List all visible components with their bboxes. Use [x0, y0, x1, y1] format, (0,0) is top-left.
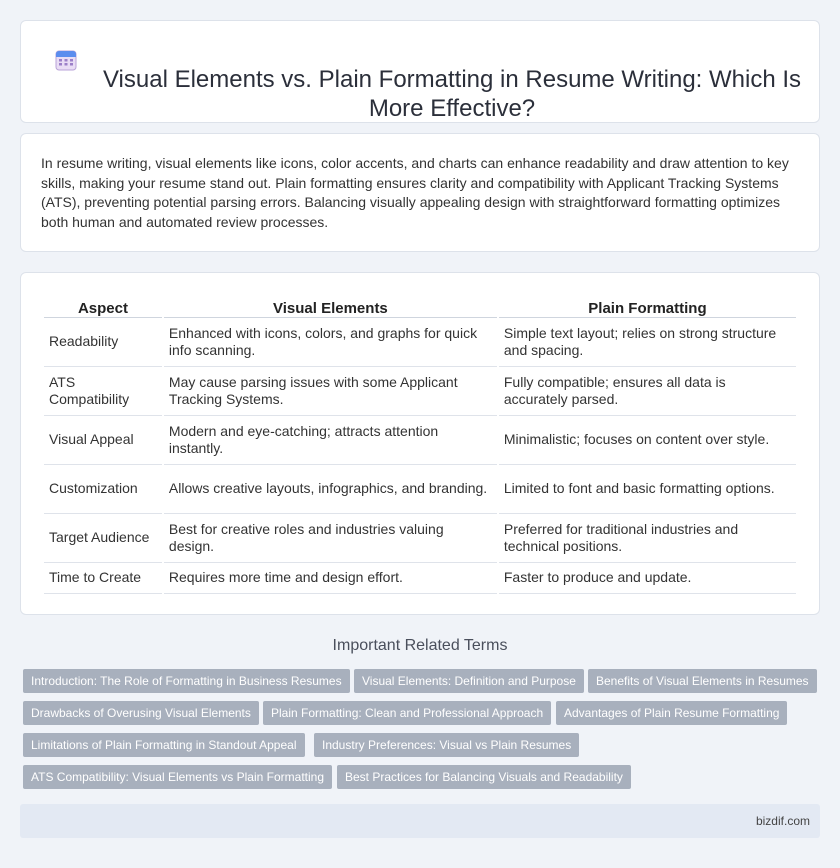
plain-cell: Simple text layout; relies on strong str…	[498, 318, 796, 367]
related-terms-title: Important Related Terms	[332, 637, 508, 654]
table-row: ATS Compatibility May cause parsing issu…	[44, 367, 796, 416]
plain-cell: Preferred for traditional industries and…	[498, 514, 796, 563]
related-term-tag[interactable]: Industry Preferences: Visual vs Plain Re…	[314, 733, 580, 757]
related-term-tag[interactable]: Advantages of Plain Resume Formatting	[556, 701, 788, 725]
footer: bizdif.com	[20, 804, 820, 838]
column-header-aspect: Aspect	[44, 294, 162, 318]
plain-cell: Faster to produce and update.	[498, 563, 796, 594]
related-term-tag[interactable]: Best Practices for Balancing Visuals and…	[337, 765, 631, 789]
visual-cell: Requires more time and design effort.	[163, 563, 497, 594]
plain-cell: Limited to font and basic formatting opt…	[498, 465, 796, 514]
table-row: Time to Create Requires more time and de…	[44, 563, 796, 594]
table-row: Customization Allows creative layouts, i…	[44, 465, 796, 514]
aspect-cell: Customization	[44, 465, 162, 514]
table-row: Readability Enhanced with icons, colors,…	[44, 318, 796, 367]
column-header-visual-elements: Visual Elements	[163, 294, 497, 318]
related-term-tag[interactable]: Benefits of Visual Elements in Resumes	[588, 669, 817, 693]
page-title: Visual Elements vs. Plain Formatting in …	[102, 66, 802, 122]
aspect-cell: Readability	[44, 318, 162, 367]
column-header-plain-formatting: Plain Formatting	[498, 294, 796, 318]
table-row: Visual Appeal Modern and eye-catching; a…	[44, 416, 796, 465]
aspect-cell: Visual Appeal	[44, 416, 162, 465]
intro-paragraph: In resume writing, visual elements like …	[41, 155, 789, 230]
related-term-tag[interactable]: Visual Elements: Definition and Purpose	[354, 669, 584, 693]
related-term-tag[interactable]: Plain Formatting: Clean and Professional…	[263, 701, 552, 725]
related-term-tag[interactable]: ATS Compatibility: Visual Elements vs Pl…	[23, 765, 332, 789]
aspect-cell: ATS Compatibility	[44, 367, 162, 416]
visual-cell: Enhanced with icons, colors, and graphs …	[163, 318, 497, 367]
related-term-tag[interactable]: Drawbacks of Overusing Visual Elements	[23, 701, 259, 725]
related-term-tag[interactable]: Introduction: The Role of Formatting in …	[23, 669, 350, 693]
intro-card: In resume writing, visual elements like …	[20, 133, 820, 252]
related-term-tag[interactable]: Limitations of Plain Formatting in Stand…	[23, 733, 305, 757]
comparison-table: Aspect Visual Elements Plain Formatting …	[42, 294, 798, 594]
header-card: Visual Elements vs. Plain Formatting in …	[20, 20, 820, 123]
comparison-table-card: Aspect Visual Elements Plain Formatting …	[20, 272, 820, 615]
plain-cell: Minimalistic; focuses on content over st…	[498, 416, 796, 465]
visual-cell: May cause parsing issues with some Appli…	[163, 367, 497, 416]
table-row: Target Audience Best for creative roles …	[44, 514, 796, 563]
visual-cell: Best for creative roles and industries v…	[163, 514, 497, 563]
visual-cell: Modern and eye-catching; attracts attent…	[163, 416, 497, 465]
visual-cell: Allows creative layouts, infographics, a…	[163, 465, 497, 514]
aspect-cell: Time to Create	[44, 563, 162, 594]
plain-cell: Fully compatible; ensures all data is ac…	[498, 367, 796, 416]
calendar-icon	[55, 50, 77, 71]
aspect-cell: Target Audience	[44, 514, 162, 563]
footer-site-link[interactable]: bizdif.com	[755, 814, 810, 828]
